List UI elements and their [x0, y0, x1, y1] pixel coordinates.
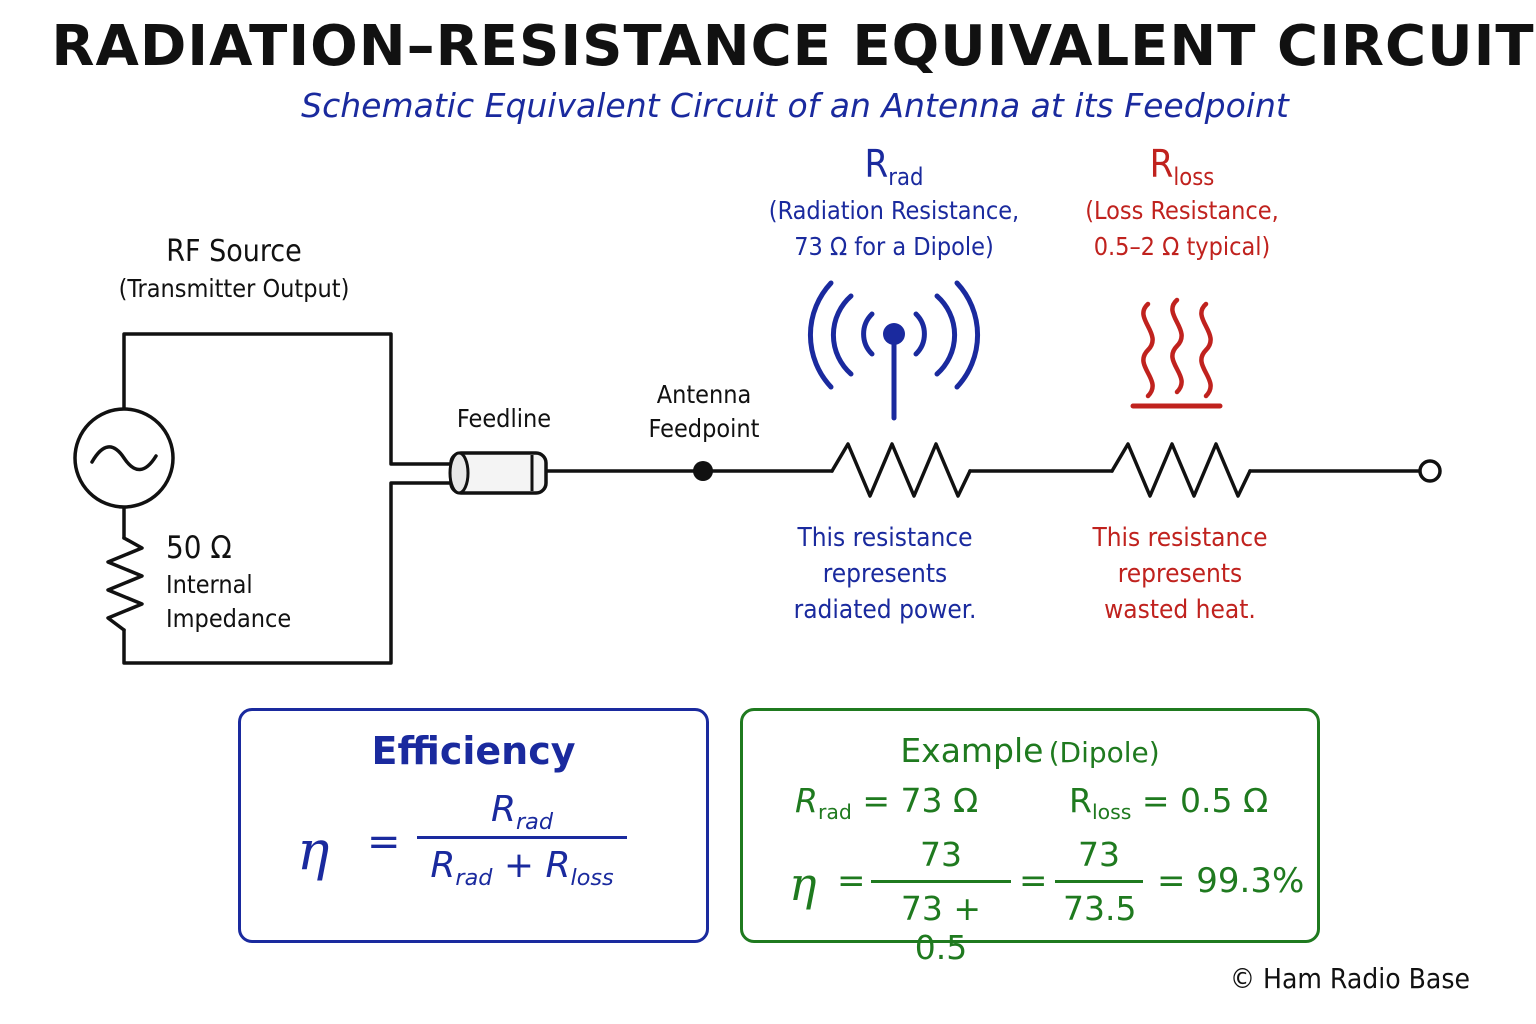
example-result: = 99.3% — [1157, 861, 1305, 901]
rrad-note-1: This resistance — [797, 523, 973, 553]
efficiency-eta: η — [297, 819, 330, 882]
efficiency-title: Efficiency — [371, 729, 576, 773]
example-box: Example (Dipole) Rrad = 73 Ω Rloss = 0.5… — [740, 708, 1320, 967]
efficiency-fraction: Rrad Rrad + Rloss — [417, 789, 627, 891]
feedpoint-label-2: Feedpoint — [648, 414, 760, 443]
example-fraction-2-den: 73.5 — [1055, 880, 1143, 928]
example-rloss: Rloss = 0.5 Ω — [1069, 781, 1269, 825]
rloss-note-3: wasted heat. — [1104, 595, 1256, 625]
efficiency-numerator: Rrad — [490, 789, 554, 835]
example-fraction-1-num: 73 — [920, 835, 962, 874]
example-rrad: Rrad = 73 Ω — [795, 781, 979, 825]
feedpoint-dot — [693, 461, 713, 481]
rrad-symbol: Rrad — [864, 142, 924, 192]
efficiency-denominator: Rrad + Rloss — [417, 836, 627, 891]
example-fraction-1: 73 73 + 0.5 — [871, 835, 1011, 967]
example-equals-1: = — [837, 861, 866, 901]
rf-source-subtitle: (Transmitter Output) — [118, 274, 350, 303]
internal-impedance-value: 50 Ω — [166, 530, 232, 566]
rloss-symbol: Rloss — [1149, 142, 1215, 192]
rrad-resistor — [830, 442, 972, 498]
rf-source-title: RF Source — [166, 234, 302, 269]
internal-impedance-label-2: Impedance — [166, 604, 292, 633]
antenna-radiation-icon — [807, 280, 981, 421]
heat-waves-icon — [1130, 297, 1223, 409]
example-fraction-2: 73 73.5 — [1055, 835, 1143, 928]
efficiency-box: Efficiency η = Rrad Rrad + Rloss — [238, 708, 709, 943]
page-title: RADIATION–RESISTANCE EQUIVALENT CIRCUIT — [51, 14, 1535, 79]
page-subtitle: Schematic Equivalent Circuit of an Anten… — [301, 86, 1289, 125]
internal-resistor — [106, 536, 144, 632]
rloss-note-1: This resistance — [1092, 523, 1268, 553]
example-eta: η — [789, 857, 817, 911]
example-fraction-1-den: 73 + 0.5 — [871, 880, 1011, 967]
example-equals-2: = — [1019, 861, 1048, 901]
rrad-description-1: (Radiation Resistance, — [768, 196, 1020, 225]
sine-wave-icon — [90, 445, 158, 472]
feedline-coax-icon — [448, 451, 548, 495]
rrad-note-2: represents — [822, 559, 948, 589]
rloss-description-2: 0.5–2 Ω typical) — [1093, 232, 1271, 261]
example-title: Example (Dipole) — [900, 731, 1160, 770]
source-wire-top — [122, 332, 454, 466]
copyright: © Ham Radio Base — [1229, 962, 1470, 995]
antenna-tip — [883, 323, 905, 345]
feedline-label: Feedline — [456, 404, 552, 433]
internal-impedance-label-1: Internal — [166, 570, 253, 599]
rloss-note-2: represents — [1117, 559, 1243, 589]
rrad-description-2: 73 Ω for a Dipole) — [794, 232, 994, 261]
output-terminal — [1418, 459, 1442, 483]
rloss-resistor — [1110, 442, 1252, 498]
example-fraction-2-num: 73 — [1078, 835, 1120, 874]
efficiency-equals: = — [367, 819, 401, 865]
rloss-description-1: (Loss Resistance, — [1085, 196, 1279, 225]
source-wire-bottom — [122, 481, 454, 665]
rrad-note-3: radiated power. — [793, 595, 977, 625]
feedpoint-label-1: Antenna — [656, 380, 752, 409]
